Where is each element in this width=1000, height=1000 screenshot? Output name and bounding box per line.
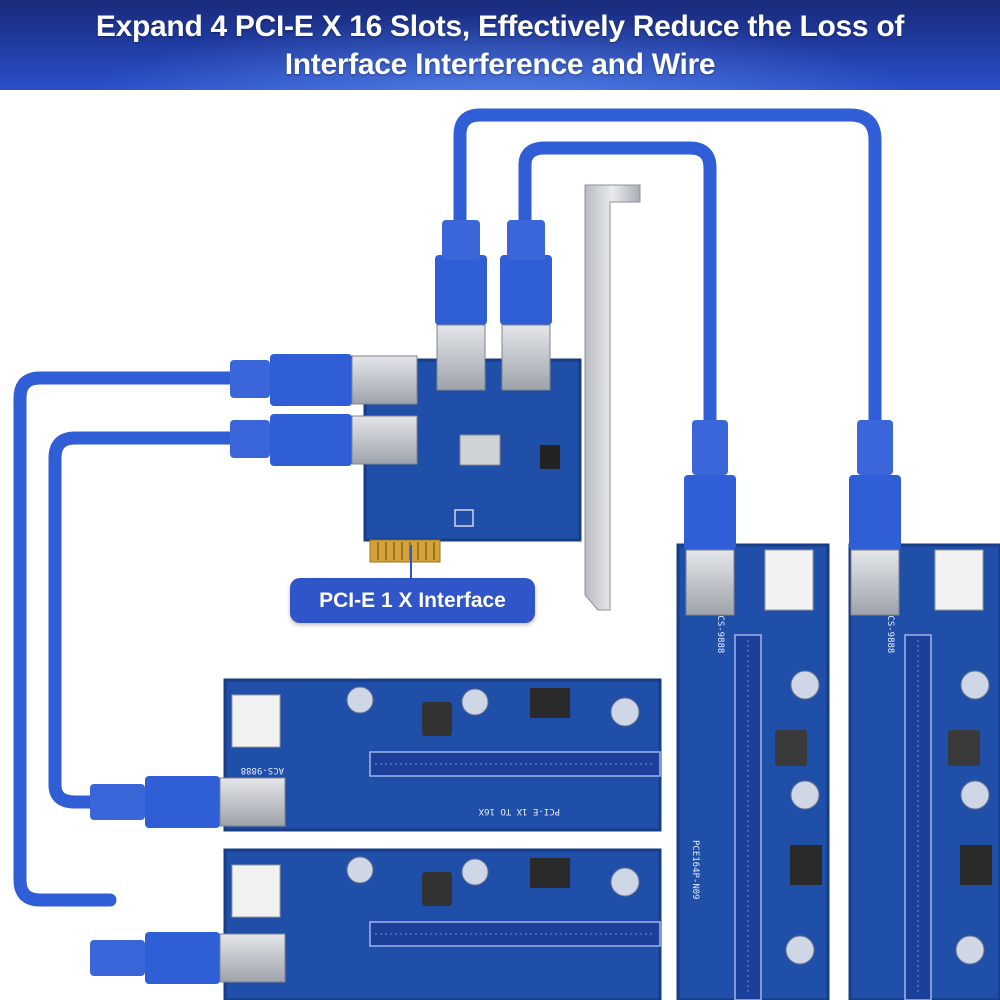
usb-plug-riser-2 <box>90 932 286 984</box>
mounting-bracket <box>584 184 641 611</box>
riser-card-right-a: ACS-9888 PCE164P-N09 <box>676 543 830 1000</box>
card-usb-ports <box>230 220 552 466</box>
product-illustration: ACS-9888 PCE164P-N09 ACS-9888 ACS-9888 P… <box>13 108 1000 1000</box>
usb-plug-riser-b <box>849 420 901 616</box>
banner-glow <box>0 0 1000 90</box>
riser-a-model: PCE164P-N09 <box>690 840 700 900</box>
riser-card-bottom-1: ACS-9888 PCI-E 1X TO 16X <box>223 678 662 832</box>
riser-b-label: ACS-9888 <box>885 610 895 653</box>
riser-1-spec: PCI-E 1X TO 16X <box>478 806 560 816</box>
headline-line-2: Interface Interference and Wire <box>284 48 716 81</box>
riser-1-label: ACS-9888 <box>241 765 284 775</box>
riser-card-right-b: ACS-9888 <box>848 543 1000 1000</box>
usb-cables <box>13 108 882 907</box>
headline-line-1: Expand 4 PCI-E X 16 Slots, Effectively R… <box>95 10 905 43</box>
pcie-interface-callout: PCI-E 1 X Interface <box>290 578 535 623</box>
cable-top-inner <box>518 141 717 477</box>
usb-plug-riser-1 <box>90 776 286 828</box>
riser-a-label: ACS-9888 <box>715 610 725 653</box>
callout-pointer <box>410 545 412 579</box>
cable-top-outer <box>453 108 882 477</box>
usb-plug-riser-a <box>684 420 736 616</box>
cable-left-lower <box>48 431 257 809</box>
riser-card-bottom-2: ACS-9888 <box>223 848 662 1000</box>
cable-left-upper <box>13 371 257 907</box>
headline-banner: Expand 4 PCI-E X 16 Slots, Effectively R… <box>0 0 1000 90</box>
